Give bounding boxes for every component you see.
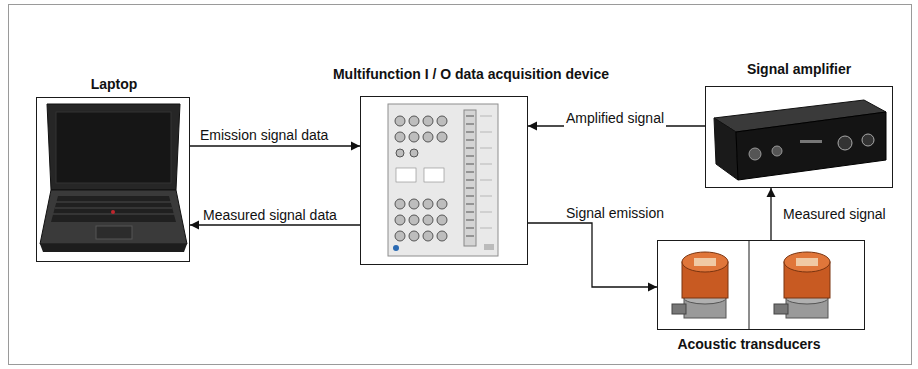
signal-label: Emission signal data — [198, 127, 330, 144]
arrow-head — [648, 283, 657, 292]
laptop-box: Laptop — [36, 97, 190, 262]
heading-holder: Acoustic transducers — [677, 335, 820, 353]
transducer-box: Acoustic transducers — [657, 240, 865, 330]
signal-label: Signal emission — [564, 205, 666, 222]
signal-label: Measured signal — [781, 206, 888, 223]
heading-holder: Signal amplifier — [747, 60, 851, 78]
node-heading: Laptop — [91, 76, 138, 93]
edge-label-holder: Signal emission — [564, 204, 666, 222]
signal-label: Amplified signal — [564, 110, 666, 127]
laptop-illustration — [40, 104, 187, 252]
amplifier-box: Signal amplifier — [705, 86, 893, 188]
outer-frame — [9, 5, 912, 365]
edge-label-holder: Measured signal — [781, 205, 888, 223]
arrow-head — [528, 122, 537, 131]
connector-arrow — [767, 188, 776, 240]
transducer-divider — [749, 240, 750, 330]
node-heading: Signal amplifier — [747, 61, 851, 78]
heading-holder: Multifunction I / O data acquisition dev… — [333, 65, 609, 83]
edge-label-holder: Amplified signal — [564, 109, 666, 127]
edge-label-holder: Measured signal data — [201, 206, 339, 224]
connector-arrow — [528, 223, 657, 292]
transducer-illustration — [672, 252, 830, 318]
arrow-head — [351, 142, 360, 151]
arrow-head — [190, 221, 199, 230]
daq-illustration — [388, 104, 498, 256]
connector-line — [528, 223, 657, 287]
node-heading: Acoustic transducers — [677, 336, 820, 353]
arrow-head — [767, 188, 776, 197]
edge-label-holder: Emission signal data — [198, 126, 330, 144]
amplifier-illustration — [714, 100, 886, 180]
daq-box: Multifunction I / O data acquisition dev… — [360, 96, 528, 265]
signal-label: Measured signal data — [201, 207, 339, 224]
connector-line — [190, 145, 360, 146]
connector-line — [190, 224, 360, 225]
heading-holder: Laptop — [91, 75, 138, 93]
node-heading: Multifunction I / O data acquisition dev… — [333, 66, 609, 83]
